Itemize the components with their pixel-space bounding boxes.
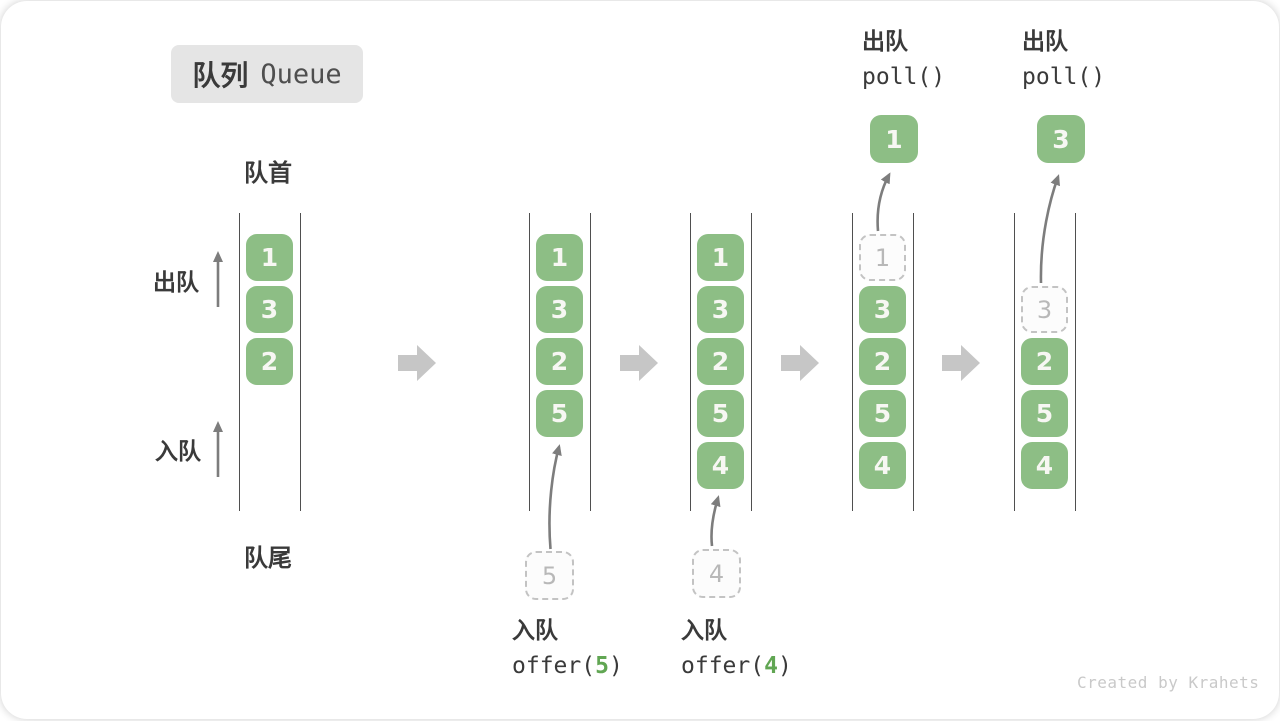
queue-state-1: 1 3 2 xyxy=(239,213,301,511)
step-arrow-4 xyxy=(942,345,980,381)
title-zh: 队列 xyxy=(192,59,249,92)
polled-item-3: 3 xyxy=(1037,115,1085,163)
title-en: Queue xyxy=(260,58,342,90)
op-code: offer(4) xyxy=(681,653,792,679)
op-arg: 5 xyxy=(595,653,609,679)
queue-item: 3 xyxy=(536,286,583,333)
queue-item: 5 xyxy=(1021,390,1068,437)
dequeue-op-label-2: 出队 poll() xyxy=(1022,28,1105,91)
queue-item: 2 xyxy=(859,338,906,385)
op-name: 入队 xyxy=(681,618,727,644)
step-arrow-3 xyxy=(781,345,819,381)
queue-item: 1 xyxy=(246,234,293,281)
step-arrow-2 xyxy=(620,345,658,381)
queue-item: 1 xyxy=(536,234,583,281)
pending-item-4: 4 xyxy=(692,549,741,598)
enqueue-op-label-1: 入队 offer(5) xyxy=(512,617,623,680)
step-arrow-1 xyxy=(398,345,436,381)
op-name: 入队 xyxy=(512,618,558,644)
op-code: poll() xyxy=(862,64,946,90)
pending-item-5: 5 xyxy=(525,551,574,600)
queue-item: 2 xyxy=(1021,338,1068,385)
op-code: offer(5) xyxy=(512,653,623,679)
queue-item: 4 xyxy=(1021,442,1068,489)
queue-item: 5 xyxy=(536,390,583,437)
dequeue-op-label-1: 出队 poll() xyxy=(862,28,945,91)
side-enqueue-label: 入队 xyxy=(155,439,201,465)
polled-item-1: 1 xyxy=(870,115,918,163)
queue-item: 5 xyxy=(859,390,906,437)
queue-state-2: 1 3 2 5 xyxy=(529,213,591,511)
op-code: poll() xyxy=(1022,64,1106,90)
queue-item: 4 xyxy=(697,442,744,489)
queue-state-4: 1 3 2 5 4 xyxy=(852,213,914,511)
op-name: 出队 xyxy=(1022,29,1068,55)
queue-item: 5 xyxy=(697,390,744,437)
queue-item: 3 xyxy=(697,286,744,333)
queue-state-3: 1 3 2 5 4 xyxy=(690,213,752,511)
op-arg: 4 xyxy=(764,653,778,679)
side-dequeue-label: 出队 xyxy=(153,270,199,296)
watermark: Created by Krahets xyxy=(1077,673,1260,692)
rear-label: 队尾 xyxy=(244,544,292,572)
queue-state-5: 3 2 5 4 xyxy=(1014,213,1076,511)
op-name: 出队 xyxy=(862,29,908,55)
queue-item: 2 xyxy=(536,338,583,385)
queue-item: 3 xyxy=(246,286,293,333)
queue-item-ghost: 1 xyxy=(859,234,906,281)
diagram-title: 队列 Queue xyxy=(171,45,363,103)
queue-item: 4 xyxy=(859,442,906,489)
enqueue-op-label-2: 入队 offer(4) xyxy=(681,617,792,680)
queue-item: 2 xyxy=(697,338,744,385)
queue-item: 2 xyxy=(246,338,293,385)
front-label: 队首 xyxy=(244,159,292,187)
queue-item: 3 xyxy=(859,286,906,333)
queue-item-ghost: 3 xyxy=(1021,286,1068,333)
queue-item: 1 xyxy=(697,234,744,281)
